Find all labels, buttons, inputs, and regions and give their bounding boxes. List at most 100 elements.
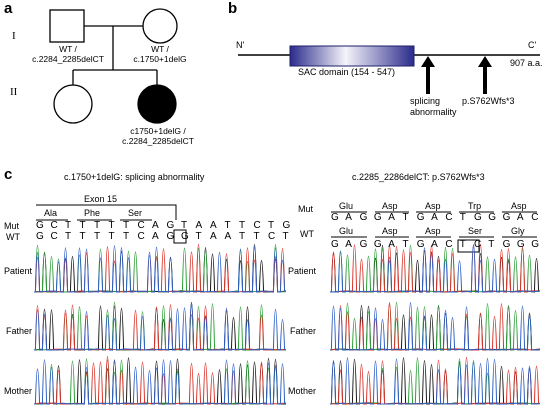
left-patient-label: Patient [4, 266, 33, 276]
chromatogram-trace [329, 305, 541, 351]
chromatogram-trace [329, 244, 541, 293]
right-mut-aa: Trp [468, 201, 482, 211]
sac-domain-label: SAC domain (154 - 547) [298, 67, 396, 77]
left-chromatograms [33, 243, 287, 405]
right-wt-base: A [431, 239, 438, 250]
left-mut-base: C [137, 220, 145, 231]
deleted-base-box [173, 229, 187, 244]
right-patient-label: Patient [288, 266, 317, 276]
right-wt-base: G [531, 239, 539, 250]
left-mut-base: A [152, 220, 159, 231]
left-father-label: Father [6, 326, 33, 336]
proband-genotype-line1: c1750+1delG / [130, 126, 186, 136]
right-wt-base: G [416, 239, 425, 250]
left-wt-base: T [94, 231, 101, 242]
right-mut-base: C [445, 212, 453, 223]
right-mut-base: T [402, 212, 409, 223]
splicing-label-line1: splicing [410, 96, 441, 106]
chromatogram-trace [329, 356, 540, 405]
mother-genotype-line2: c.1750+1delG [133, 54, 187, 64]
right-mut-base: A [516, 212, 524, 223]
left-wt-base: A [224, 231, 232, 242]
left-mut-base: T [65, 220, 72, 231]
chromatogram-trace [329, 301, 541, 351]
right-wt-base: G [373, 239, 382, 250]
left-wt-base: T [195, 231, 202, 242]
n-terminus-label: N' [236, 40, 245, 50]
right-wt-label: WT [300, 229, 314, 239]
chromatogram-trace [329, 244, 541, 293]
left-wt-base: C [137, 231, 145, 242]
mother-genotype-line1: WT / [151, 44, 169, 54]
left-mut-base: G [166, 220, 175, 231]
left-mut-base: T [268, 220, 275, 231]
chromatogram-trace [34, 245, 286, 293]
right-wt-base: C [474, 239, 482, 250]
father-genotype-line1: WT / [59, 44, 77, 54]
sibling-symbol [53, 84, 93, 124]
left-wt-base: C [268, 231, 276, 242]
right-wt-base: T [402, 239, 409, 250]
left-mut-base: G [282, 220, 291, 231]
chromatogram-trace [33, 358, 287, 405]
right-wt-base: A [388, 239, 395, 250]
chromatogram-trace [330, 243, 540, 293]
left-mut-base: A [195, 220, 203, 231]
generation-label-2: II [10, 86, 18, 98]
left-wt-base: T [65, 231, 72, 242]
frameshift-label: p.S762Wfs*3 [462, 96, 515, 106]
left-mut-base: C [50, 220, 58, 231]
left-sequence-brackets [36, 204, 187, 244]
left-mut-base: T [181, 220, 188, 231]
right-mut-label: Mut [298, 204, 314, 214]
right-mut-base: G [416, 212, 425, 223]
protein-length-label: 907 a.a. [510, 58, 543, 68]
pedigree [49, 8, 178, 124]
aa-phe: Phe [84, 208, 101, 218]
left-wt-base: T [282, 231, 289, 242]
right-mut-base: A [345, 212, 352, 223]
arrow-splicing [421, 56, 435, 67]
chromatogram-trace [330, 301, 541, 352]
right-wt-base: A [345, 239, 352, 250]
right-father-label: Father [290, 326, 317, 336]
deleted-ct-box [457, 239, 480, 253]
sac-domain-box [289, 45, 415, 67]
right-wt-base: T [459, 239, 466, 250]
chromatogram-trace [34, 359, 286, 405]
right-mut-base: G [474, 212, 482, 223]
left-mut-base: A [210, 220, 217, 231]
arrow-frameshift [478, 56, 492, 67]
left-wt-base: G [181, 231, 189, 242]
left-mut-base: G [36, 220, 44, 231]
c-terminus-label: C' [528, 40, 537, 50]
proband-genotype: c1750+1delG / c.2284_2285delCT [112, 126, 204, 146]
right-wt-aa: Glu [339, 226, 354, 236]
mother-genotype: WT / c.1750+1delG [120, 44, 200, 64]
proband-symbol [137, 84, 177, 124]
right-mut-base: T [459, 212, 466, 223]
left-mother-label: Mother [4, 386, 33, 396]
right-mut-base: A [431, 212, 438, 223]
panel-a-letter: a [4, 0, 13, 17]
right-wt-base: G [502, 239, 511, 250]
chromatogram-trace [329, 302, 541, 351]
father-genotype: WT / c.2284_2285delCT [28, 44, 108, 64]
left-wt-base: T [79, 231, 86, 242]
mother-symbol [142, 8, 178, 44]
right-wt-base: C [445, 239, 453, 250]
right-wt-aa: Ser [468, 226, 483, 236]
left-wt-base: T [253, 231, 260, 242]
splicing-abnormality-label: splicing abnormality [410, 96, 457, 118]
right-mut-base: A [388, 212, 395, 223]
left-wt-base: A [210, 231, 217, 242]
panel-c-letter: c [4, 166, 13, 183]
right-mut-base: G [331, 212, 339, 223]
splicing-label-line2: abnormality [410, 107, 457, 117]
panel-b-letter: b [228, 0, 238, 17]
right-wt-aa: Asp [425, 226, 441, 236]
chromatogram-trace [330, 357, 541, 405]
left-wt-base: G [36, 231, 44, 242]
right-mother-label: Mother [288, 386, 317, 396]
right-mut-aa: Asp [511, 201, 527, 211]
